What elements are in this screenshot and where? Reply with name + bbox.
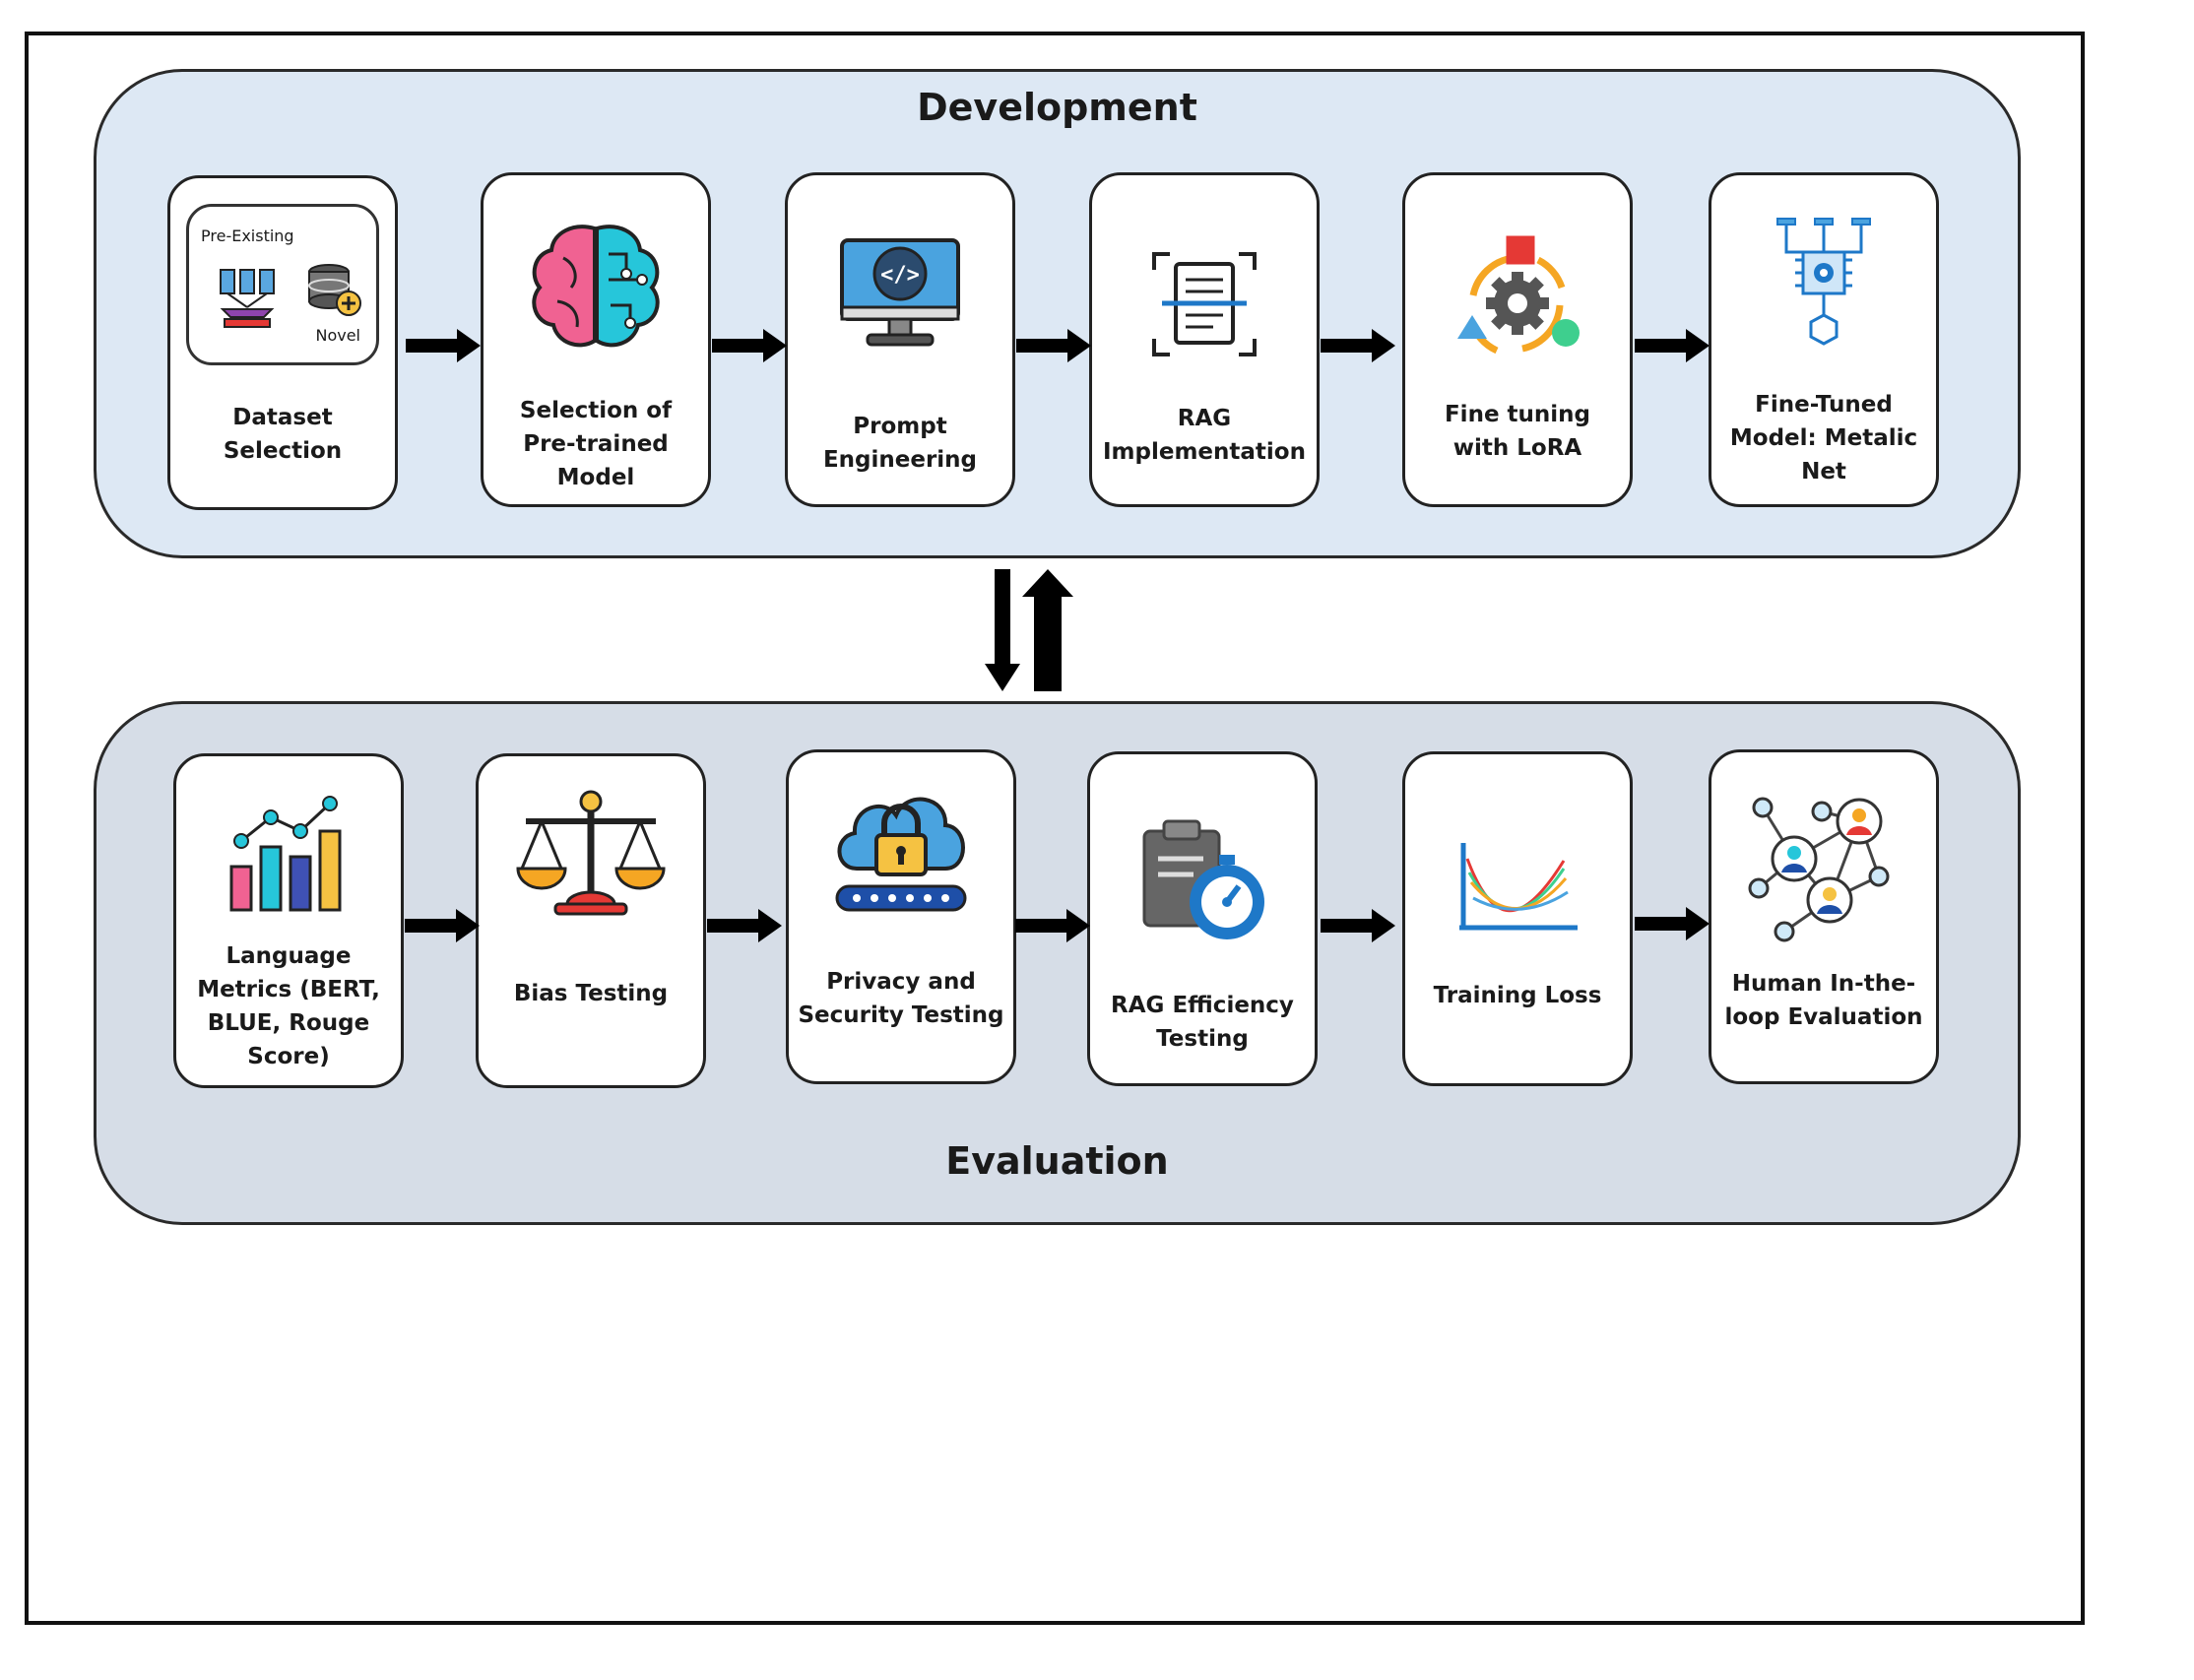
people-network-icon: [1748, 797, 1890, 942]
step-fine-tuning-lora: Fine tuning with LoRA: [1402, 172, 1633, 507]
step-label: Prompt Engineering: [822, 414, 978, 473]
step-label: Fine tuning with LoRA: [1444, 402, 1591, 461]
flow-arrow-right: [1015, 909, 1090, 942]
chip-network-icon: [1776, 218, 1871, 346]
step-label: Human In-the-loop Evaluation: [1724, 971, 1923, 1030]
step-pretrained-model: Selection of Pre-trained Model: [481, 172, 711, 507]
step-prompt-engineering: </> Prompt Engineering: [785, 172, 1015, 507]
flow-arrow-right: [1321, 329, 1395, 362]
step-label: Language Metrics (BERT, BLUE, Rouge Scor…: [197, 943, 380, 1069]
bidirectional-arrows: [985, 569, 1073, 691]
monitor-code-icon: </>: [840, 238, 960, 347]
loss-curve-icon: [1459, 843, 1578, 931]
flow-arrow-right: [406, 329, 481, 362]
step-label: RAG Implementation: [1103, 406, 1306, 465]
step-fine-tuned-model: Fine-Tuned Model: Metalic Net: [1709, 172, 1939, 507]
evaluation-title: Evaluation: [945, 1139, 1169, 1183]
step-label: Dataset Selection: [223, 405, 343, 464]
svg-text:</>: </>: [880, 263, 920, 288]
step-human-in-the-loop: Human In-the-loop Evaluation: [1709, 749, 1939, 1084]
gear-cycle-icon: [1457, 235, 1580, 355]
dataset-stack-icon: [220, 269, 275, 328]
scale-balance-icon: [516, 790, 666, 916]
dataset-inner-box: Pre-Existing Novel: [186, 204, 379, 365]
flow-arrow-right: [1016, 329, 1091, 362]
step-rag-implementation: RAG Implementation: [1089, 172, 1320, 507]
step-bias-testing: Bias Testing: [476, 753, 706, 1088]
cloud-lock-icon: [835, 797, 967, 912]
development-panel: Development: [94, 69, 2021, 558]
pre-existing-label: Pre-Existing: [201, 226, 294, 245]
novel-label: Novel: [315, 326, 360, 345]
database-add-icon: [308, 264, 361, 316]
step-language-metrics: Language Metrics (BERT, BLUE, Rouge Scor…: [173, 753, 404, 1088]
step-label: Selection of Pre-trained Model: [519, 398, 673, 490]
clipboard-stopwatch-icon: [1142, 819, 1264, 939]
step-label: RAG Efficiency Testing: [1111, 993, 1294, 1052]
step-label: Bias Testing: [513, 981, 669, 1006]
step-rag-efficiency: RAG Efficiency Testing: [1087, 751, 1318, 1086]
step-label: Fine-Tuned Model: Metalic Net: [1729, 392, 1918, 485]
document-scan-icon: [1152, 252, 1257, 356]
development-title: Development: [917, 86, 1197, 129]
step-label: Privacy and Security Testing: [798, 969, 1004, 1028]
flow-arrow-right: [1321, 909, 1395, 942]
brain-icon: [532, 225, 660, 348]
bar-chart-icon: [229, 796, 342, 912]
step-label: Training Loss: [1433, 983, 1602, 1008]
evaluation-panel: Evaluation: [94, 701, 2021, 1225]
flow-arrow-right: [405, 909, 480, 942]
flow-arrow-right: [1635, 907, 1710, 940]
step-privacy-security: Privacy and Security Testing: [786, 749, 1016, 1084]
step-dataset-selection: Pre-Existing Novel Dataset Selection: [167, 175, 398, 510]
flow-arrow-right: [712, 329, 787, 362]
flow-arrow-right: [707, 909, 782, 942]
flow-arrow-right: [1635, 329, 1710, 362]
step-training-loss: Training Loss: [1402, 751, 1633, 1086]
